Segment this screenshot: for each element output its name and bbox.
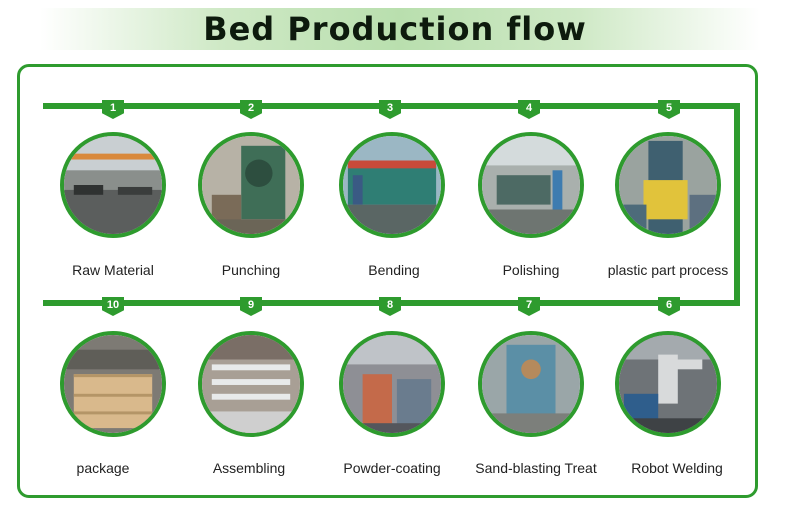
step-8-photo xyxy=(339,331,445,437)
step-10-photo xyxy=(60,331,166,437)
step-8-label: Powder-coating xyxy=(343,460,441,476)
process-frame xyxy=(17,64,758,498)
step-3-badge: 3 xyxy=(379,100,401,119)
step-1-photo xyxy=(60,132,166,238)
step-6-photo xyxy=(615,331,721,437)
step-2-badge: 2 xyxy=(240,100,262,119)
step-1-label: Raw Material xyxy=(72,262,154,278)
step-2-label: Punching xyxy=(221,262,281,278)
right-flow-connector xyxy=(734,103,740,306)
title-banner xyxy=(40,8,760,50)
step-5-badge: 5 xyxy=(658,100,680,119)
step-2-photo xyxy=(198,132,304,238)
step-10-label: package xyxy=(76,460,130,476)
step-4-label: Polishing xyxy=(502,262,560,278)
step-5-label: plastic part process xyxy=(607,262,729,278)
step-5-photo xyxy=(615,132,721,238)
step-9-badge: 9 xyxy=(240,297,262,316)
step-7-label: Sand-blasting Treat xyxy=(475,460,597,476)
step-4-photo xyxy=(478,132,584,238)
step-7-photo xyxy=(478,331,584,437)
step-8-badge: 8 xyxy=(379,297,401,316)
step-1-badge: 1 xyxy=(102,100,124,119)
step-9-photo xyxy=(198,331,304,437)
step-3-label: Bending xyxy=(368,262,420,278)
step-7-badge: 7 xyxy=(518,297,540,316)
step-3-photo xyxy=(339,132,445,238)
step-10-badge: 10 xyxy=(102,297,124,316)
step-6-label: Robot Welding xyxy=(631,460,723,476)
step-9-label: Assembling xyxy=(212,460,286,476)
step-4-badge: 4 xyxy=(518,100,540,119)
page-title: Bed Production flow xyxy=(203,10,587,48)
step-6-badge: 6 xyxy=(658,297,680,316)
